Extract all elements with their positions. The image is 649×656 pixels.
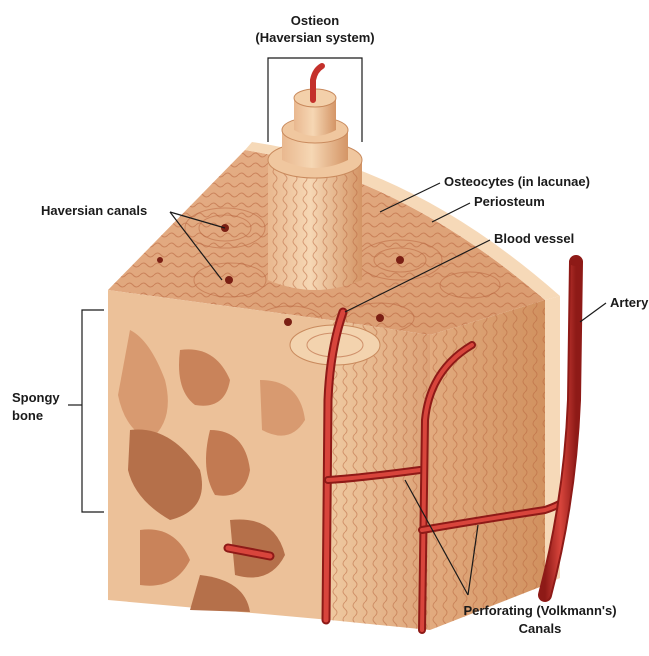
label-spongy-1: Spongy <box>12 390 60 405</box>
label-haversian-canals: Haversian canals <box>41 203 147 218</box>
label-osteocytes: Osteocytes (in lacunae) <box>444 174 590 189</box>
osteon-cylinder <box>268 66 362 290</box>
label-artery: Artery <box>610 295 649 310</box>
label-periosteum: Periosteum <box>474 194 545 209</box>
spongy-bracket <box>82 310 104 512</box>
label-osteon-1: Ostieon <box>291 13 339 28</box>
label-perforating-1: Perforating (Volkmann's) <box>463 603 616 618</box>
label-spongy-2: bone <box>12 408 43 423</box>
label-blood-vessel: Blood vessel <box>494 231 574 246</box>
label-osteon-2: (Haversian system) <box>255 30 374 45</box>
label-perforating-2: Canals <box>519 621 562 636</box>
right-face-lamellae <box>430 300 545 630</box>
